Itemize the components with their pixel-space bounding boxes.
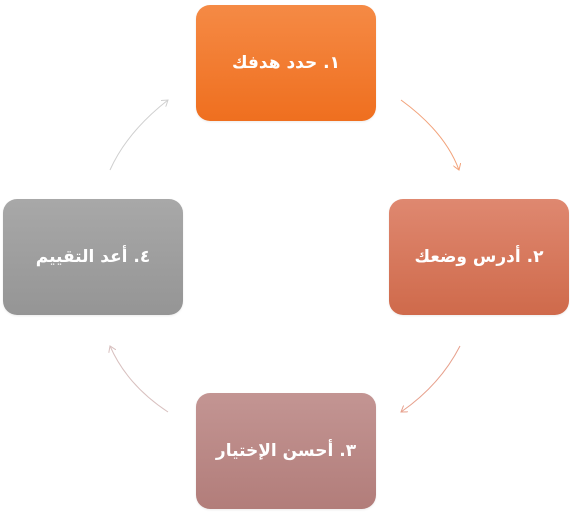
- step-4-box: ٤. أعد التقييم: [3, 199, 183, 315]
- arrow-4-to-1: [109, 100, 168, 171]
- arrow-1-to-2: [400, 99, 459, 170]
- step-2-label: ٢. أدرس وضعك: [414, 247, 544, 267]
- step-3-label: ٣. أحسن الإختيار: [215, 441, 357, 461]
- arrow-3-to-4: [110, 346, 169, 413]
- step-4-label: ٤. أعد التقييم: [35, 247, 151, 267]
- step-2-box: ٢. أدرس وضعك: [389, 199, 569, 315]
- step-3-box: ٣. أحسن الإختيار: [196, 393, 376, 509]
- step-1-box: ١. حدد هدفك: [196, 5, 376, 121]
- arrow-2-to-3: [401, 345, 461, 412]
- step-1-label: ١. حدد هدفك: [231, 53, 341, 73]
